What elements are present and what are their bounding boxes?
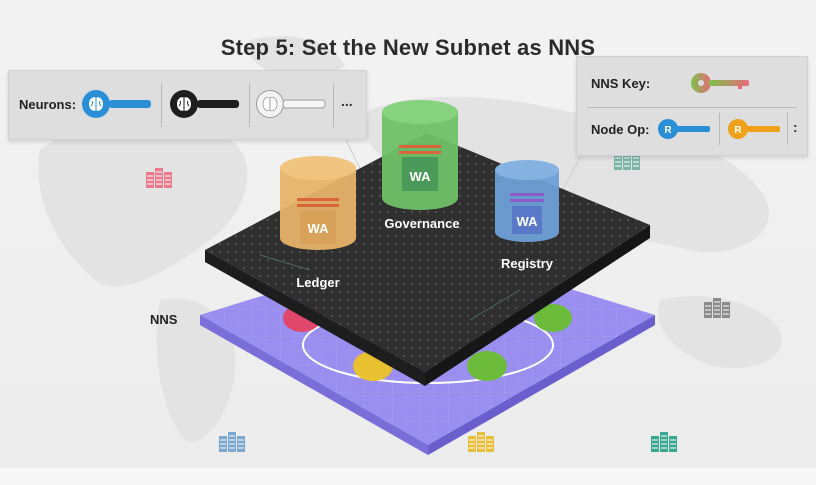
bottom-strip — [0, 468, 816, 485]
node-op-key-letter-1: R — [664, 125, 672, 136]
neurons-divider-3 — [333, 83, 334, 127]
keys-divider-h — [587, 107, 797, 108]
server-rack-icon — [614, 150, 640, 170]
governance-canister: WA Governance — [382, 100, 460, 231]
neurons-divider-2 — [249, 83, 250, 127]
neurons-ellipsis: ... — [341, 93, 353, 109]
registry-wa-badge: WA — [517, 214, 539, 229]
neurons-label: Neurons: — [19, 97, 77, 112]
node-green-front — [467, 351, 507, 381]
key-gradient-icon — [691, 73, 749, 93]
ledger-label: Ledger — [296, 275, 339, 290]
keys-divider-v-2 — [787, 113, 788, 145]
subnet-label: NNS — [150, 312, 178, 327]
page-title: Step 5: Set the New Subnet as NNS — [220, 34, 596, 60]
node-op-label: Node Op: — [591, 122, 650, 137]
neurons-divider-1 — [161, 83, 162, 127]
brain-key-blue-icon — [82, 90, 151, 118]
key-orange-icon: R — [728, 119, 780, 139]
key-blue-icon: R — [658, 119, 710, 139]
node-green-back — [534, 304, 572, 332]
governance-wa-badge: WA — [410, 169, 432, 184]
nns-key-label: NNS Key: — [591, 76, 651, 91]
server-rack-icon — [219, 432, 245, 452]
server-rack-icon — [468, 432, 494, 452]
server-rack-icon — [651, 432, 677, 452]
keys-panel: NNS Key: Node Op: R R : — [576, 56, 808, 156]
neurons-panel: Neurons: ... — [8, 70, 367, 140]
keys-divider-v-1 — [719, 113, 720, 145]
server-rack-icon — [704, 298, 730, 318]
governance-label: Governance — [384, 216, 459, 231]
ledger-wa-badge: WA — [308, 221, 330, 236]
registry-canister: WA Registry — [495, 160, 559, 271]
brain-key-white-icon — [256, 90, 326, 118]
node-op-trailing: : — [793, 119, 798, 135]
node-op-key-letter-2: R — [734, 125, 742, 136]
server-rack-icon — [146, 168, 172, 188]
brain-key-black-icon — [170, 90, 239, 118]
registry-label: Registry — [501, 256, 554, 271]
ledger-canister: WA Ledger — [280, 156, 356, 290]
